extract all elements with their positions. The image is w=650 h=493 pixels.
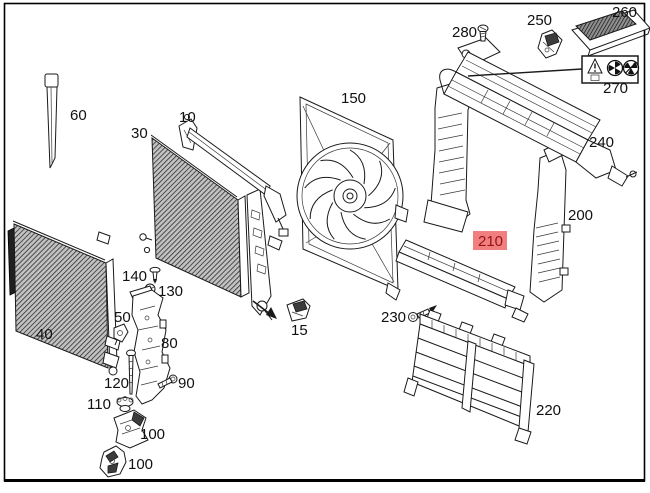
part-120-bolt <box>126 349 136 395</box>
part-260-control-module <box>571 9 650 57</box>
part-40-condenser <box>7 220 121 376</box>
part-label-10[interactable]: 10 <box>179 109 196 126</box>
part-270-warning-label <box>581 55 640 84</box>
part-240-upper-air-guide <box>439 37 638 187</box>
part-label-40[interactable]: 40 <box>36 326 53 343</box>
fan-blades-icon <box>304 149 396 240</box>
part-label-250[interactable]: 250 <box>527 12 552 29</box>
part-label-210[interactable]: 210 <box>478 233 503 250</box>
part-label-230[interactable]: 230 <box>381 309 406 326</box>
part-10-support-frame <box>178 114 289 237</box>
part-140-clip <box>149 266 161 284</box>
fan-warning-icon-2 <box>622 59 640 77</box>
part-label-220[interactable]: 220 <box>536 402 561 419</box>
part-label-280[interactable]: 280 <box>452 24 477 41</box>
part-label-140[interactable]: 140 <box>122 268 147 285</box>
part-label-120[interactable]: 120 <box>104 375 129 392</box>
part-150-fan-shroud <box>296 96 409 301</box>
part-200-air-ducts <box>423 77 571 303</box>
part-50-bracket <box>113 323 129 346</box>
warning-label-leader-line <box>467 68 583 77</box>
part-100-bracket-upper <box>113 409 149 449</box>
part-label-15[interactable]: 15 <box>291 322 308 339</box>
part-250-bracket <box>537 29 563 59</box>
part-220-radiator-shutter <box>403 309 535 445</box>
part-label-50[interactable]: 50 <box>114 309 131 326</box>
pointer-arrow-icon <box>266 307 277 319</box>
part-210-lower-air-guide <box>395 239 529 323</box>
part-30-radiator <box>139 134 283 321</box>
part-label-200[interactable]: 200 <box>568 207 593 224</box>
part-label-130[interactable]: 130 <box>158 283 183 300</box>
part-60-seal-strip <box>44 73 59 169</box>
part-label-90[interactable]: 90 <box>178 375 195 392</box>
part-label-270[interactable]: 270 <box>603 80 628 97</box>
part-label-100b[interactable]: 100 <box>128 456 153 473</box>
part-label-240[interactable]: 240 <box>589 134 614 151</box>
part-80-side-carrier <box>129 285 171 405</box>
part-280-screw <box>477 24 489 42</box>
part-label-30[interactable]: 30 <box>131 125 148 142</box>
warning-triangle-icon <box>587 57 603 81</box>
part-110-grommet <box>116 396 134 412</box>
part-label-150[interactable]: 150 <box>341 90 366 107</box>
part-label-80[interactable]: 80 <box>161 335 178 352</box>
fan-warning-icon <box>606 59 624 77</box>
part-label-210-bg <box>473 231 507 250</box>
part-label-260[interactable]: 260 <box>612 4 637 21</box>
part-100-bracket-lower <box>99 445 127 478</box>
part-label-110[interactable]: 110 <box>87 396 111 413</box>
part-label-100a[interactable]: 100 <box>140 426 165 443</box>
part-15-bracket <box>252 298 311 322</box>
part-label-60[interactable]: 60 <box>70 107 87 124</box>
part-90-bolt <box>157 374 178 389</box>
